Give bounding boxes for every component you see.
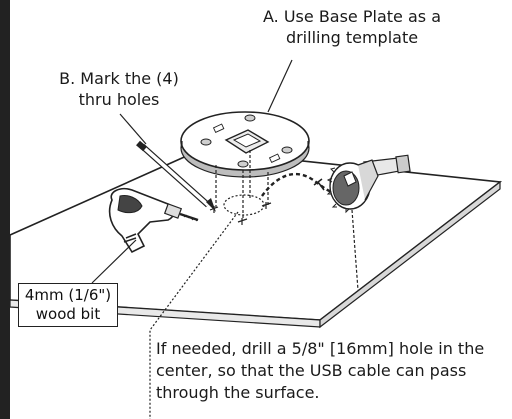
base-plate xyxy=(180,111,310,178)
label-b-line2: thru holes xyxy=(78,90,160,109)
plate-hole xyxy=(200,138,212,146)
hole-saw xyxy=(326,154,411,214)
bit-line2: wood bit xyxy=(35,305,101,323)
label-a-base-plate: A. Use Base Plate as a drilling template xyxy=(232,6,472,48)
leader-line-a xyxy=(267,59,293,113)
hole-guide-lines xyxy=(215,150,269,218)
center-hole-outline xyxy=(223,194,265,216)
note-line2: center, so that the USB cable can pass xyxy=(156,361,467,380)
label-b-line1: B. Mark the (4) xyxy=(59,69,179,88)
note-line1: If needed, drill a 5/8" [16mm] hole in t… xyxy=(156,339,485,358)
power-drill xyxy=(108,187,199,254)
label-a-line1: A. Use Base Plate as a xyxy=(263,7,441,26)
hole-saw-guide-line xyxy=(351,209,359,291)
left-frame-border xyxy=(0,0,10,419)
leader-line-bit xyxy=(91,239,137,284)
label-b-mark-holes: B. Mark the (4) thru holes xyxy=(44,68,194,110)
plate-hole xyxy=(281,146,293,154)
center-hole-note: If needed, drill a 5/8" [16mm] hole in t… xyxy=(156,338,484,404)
pencil xyxy=(136,140,216,212)
usb-cable-path xyxy=(261,172,343,197)
label-a-line2: drilling template xyxy=(285,28,419,47)
plate-hole xyxy=(244,114,256,122)
wood-bit-callout: 4mm (1/6") wood bit xyxy=(18,283,118,327)
leader-line-note xyxy=(149,211,239,419)
note-line3: through the surface. xyxy=(156,383,320,402)
bit-line1: 4mm (1/6") xyxy=(24,286,112,304)
plate-hole xyxy=(237,160,249,168)
leader-line-b xyxy=(119,113,147,145)
